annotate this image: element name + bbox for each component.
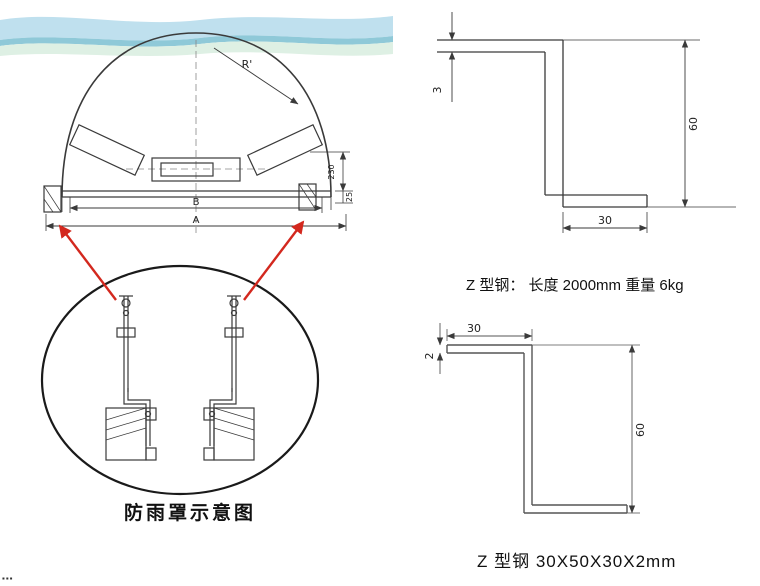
decorative-wave-banner [0, 6, 393, 64]
left-mount-bracket [43, 185, 62, 213]
detail-ellipse [40, 264, 320, 496]
radius-leader-line [213, 47, 299, 105]
dim-label-230: 230 [327, 164, 336, 179]
zbot-dim-height: 60 [634, 423, 647, 437]
ztop-dim-thickness: 3 [431, 87, 444, 94]
z-profile-bottom-drawing: 30 2 60 [423, 322, 647, 514]
right-idler-roller [246, 124, 324, 176]
ztop-dim-flange: 30 [598, 214, 612, 227]
dim-label-radius: R' [242, 58, 253, 71]
z-profile-bottom-caption: Z 型钢 30X50X30X2mm [477, 552, 677, 571]
rain-cover-caption: 防雨罩示意图 [124, 503, 257, 524]
dim-label-b: B [193, 197, 200, 208]
zbot-dim-thickness: 2 [423, 353, 436, 360]
dim-label-25: 25 [345, 192, 354, 202]
wave-graphic [0, 6, 393, 64]
ztop-dim-height: 60 [687, 117, 700, 131]
dim-label-a: A [193, 215, 200, 226]
rain-cover-diagram: R' B A 230 25 [40, 32, 354, 496]
right-mount-bracket [298, 183, 317, 211]
z-profile-top-drawing: 3 60 30 [431, 12, 736, 233]
left-idler-roller [68, 124, 146, 176]
z-profile-top-caption: Z 型钢： 长度 2000mm 重量 6kg [466, 277, 684, 294]
zbot-dim-flange: 30 [467, 322, 481, 335]
center-idler-roller [151, 157, 241, 182]
rain-cover-dome [61, 32, 332, 198]
callout-arrow-right [243, 220, 305, 301]
illegible-footer-text: ▪▪▪ [2, 574, 14, 583]
bracket-detail-left [105, 295, 157, 461]
callout-arrow-left [58, 224, 117, 301]
